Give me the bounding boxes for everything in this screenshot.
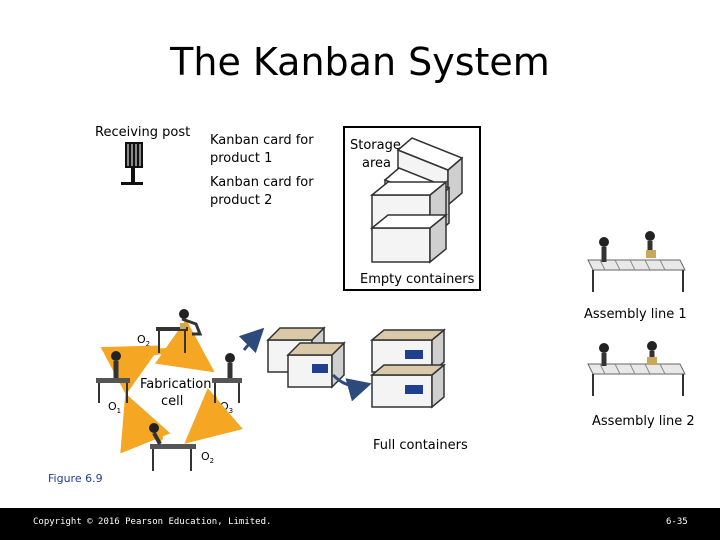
empty-containers-icon xyxy=(369,137,464,264)
receiving-post-label: Receiving post xyxy=(95,125,191,140)
page-title: The Kanban System xyxy=(170,40,550,84)
assembly-line-1-icon xyxy=(587,231,686,292)
empty-containers-label: Empty containers xyxy=(360,272,475,287)
receiving-post-icon xyxy=(121,142,143,185)
kanban-card-1-line1: Kanban card for xyxy=(210,133,314,148)
storage-area-line1: Storage xyxy=(350,138,401,153)
full-containers-icon xyxy=(369,328,447,409)
assembly-line-2-icon xyxy=(587,341,686,396)
operation-o1: O1 xyxy=(108,400,122,416)
full-containers-label: Full containers xyxy=(373,438,468,453)
page-number: 6-35 xyxy=(666,517,688,527)
fabrication-loop-arrows xyxy=(100,319,243,454)
assembly-line-2-label: Assembly line 2 xyxy=(592,414,695,429)
kanban-diagram xyxy=(96,126,686,471)
worker-o3-icon xyxy=(212,353,242,403)
kanban-card-2-line1: Kanban card for xyxy=(210,175,314,190)
copyright-text: Copyright © 2016 Pearson Education, Limi… xyxy=(33,517,272,527)
storage-area-border xyxy=(343,126,481,291)
worker-o2-top-icon xyxy=(156,309,203,353)
assembly-line-1-label: Assembly line 1 xyxy=(584,307,687,322)
operation-o2-top: O2 xyxy=(137,333,151,349)
footer-bar: Copyright © 2016 Pearson Education, Limi… xyxy=(0,508,720,540)
figure-label: Figure 6.9 xyxy=(48,472,103,485)
flow-arrow-to-containers xyxy=(238,327,265,354)
outgoing-containers-icon xyxy=(266,326,346,389)
kanban-card-2-line2: product 2 xyxy=(210,193,273,208)
storage-area-line2: area xyxy=(362,156,391,171)
operation-o2-bottom: O2 xyxy=(201,450,215,466)
worker-o1-icon xyxy=(96,351,130,403)
flow-arrow-to-storage xyxy=(331,373,372,402)
kanban-card-1-line2: product 1 xyxy=(210,151,273,166)
worker-o2-bottom-icon xyxy=(149,423,196,471)
